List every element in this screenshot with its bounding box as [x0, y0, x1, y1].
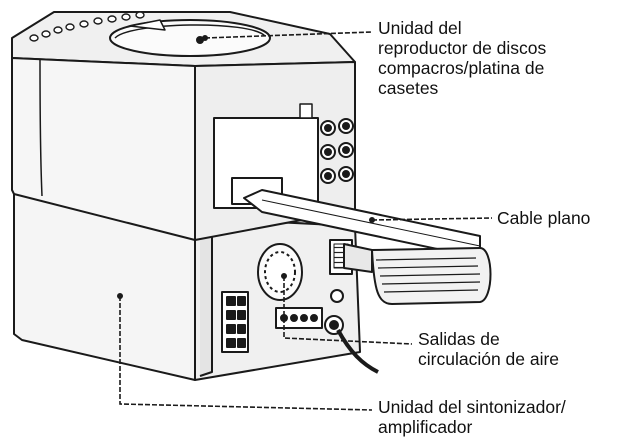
- label-line: reproductor de discos: [378, 38, 547, 58]
- leader-air-outlets: [283, 276, 413, 345]
- tuner-amplifier-unit: [13, 179, 379, 381]
- ribbon-strip: [243, 189, 481, 259]
- label-line: compacros/platina de: [378, 58, 545, 78]
- label-line: Cable plano: [497, 208, 591, 228]
- ground-jack: [330, 289, 344, 303]
- cd-front-panel: [11, 57, 196, 241]
- power-cord: [336, 329, 379, 374]
- label-line: Unidad del: [378, 18, 462, 38]
- control-button-row: [29, 11, 145, 42]
- leader-flat-cable: [371, 217, 493, 221]
- label-tuner-amplifier-unit: Unidad del sintonizador/ amplificador: [378, 397, 566, 437]
- label-line: circulación de aire: [418, 349, 560, 369]
- label-air-outlets: Salidas de circulación de aire: [418, 329, 559, 369]
- antenna-terminal-strip: [275, 307, 323, 329]
- leader-tuner-unit: [119, 296, 373, 411]
- leader-lines: [119, 31, 493, 411]
- label-cd-cassette-unit: Unidad del reproductor de discos compacr…: [378, 18, 546, 98]
- cd-cassette-unit: [11, 11, 356, 241]
- rca-jacks: [320, 118, 354, 184]
- label-line: amplificador: [378, 417, 473, 437]
- label-line: Salidas de: [418, 329, 500, 349]
- label-line: Unidad del sintonizador/: [378, 397, 566, 417]
- label-line: casetes: [378, 78, 439, 98]
- label-flat-cable: Cable plano: [497, 208, 590, 228]
- flat-ribbon-cable: [243, 189, 492, 305]
